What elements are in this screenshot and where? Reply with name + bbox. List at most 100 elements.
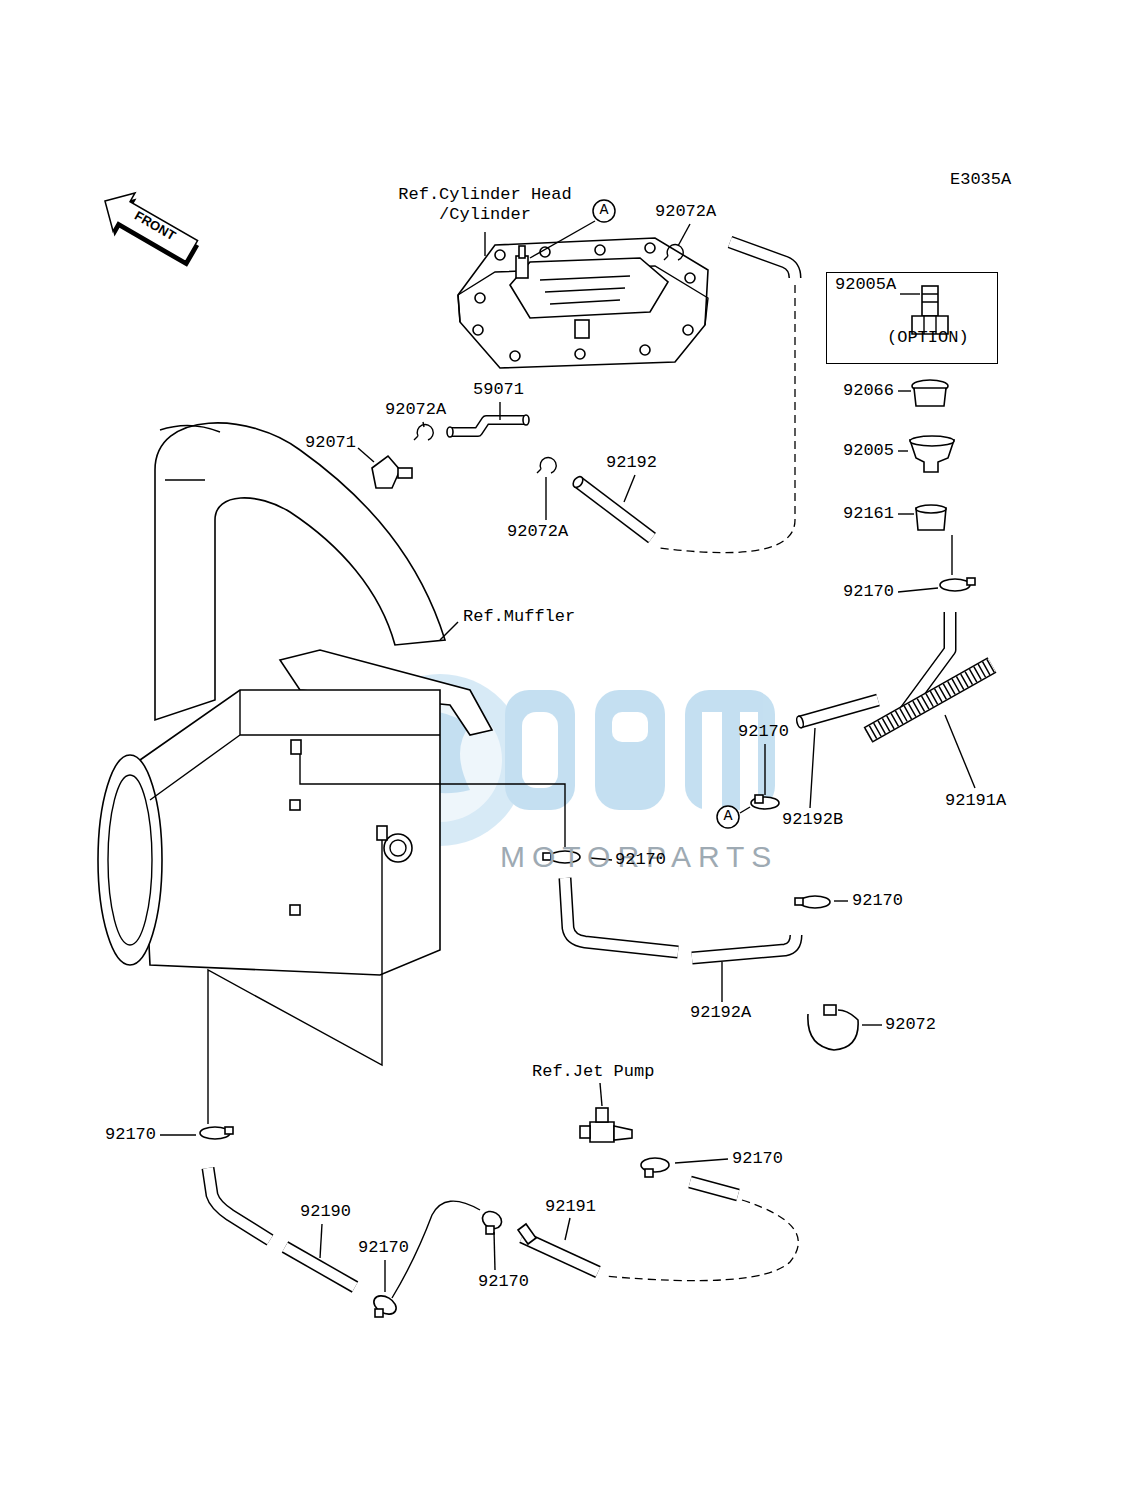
part-number: 92191 <box>545 1197 596 1217</box>
drawing-path <box>604 1200 798 1281</box>
part-number: 92170 <box>738 722 789 742</box>
drawing-ellipse <box>940 579 970 591</box>
drawing-ellipse <box>108 775 152 945</box>
drawing-use <box>730 242 795 278</box>
drawing-use <box>522 1237 598 1272</box>
drawing-path <box>914 388 946 406</box>
drawing-path <box>900 293 920 294</box>
drawing-rect <box>795 898 803 905</box>
drawing-rect <box>516 256 528 278</box>
drawing-path <box>678 224 690 246</box>
drawing-ellipse <box>571 475 585 489</box>
drawing-use <box>450 420 526 432</box>
drawing-path <box>721 962 722 1002</box>
drawing-path <box>530 221 595 258</box>
drawing-g <box>200 1127 233 1139</box>
part-number: 92170 <box>105 1125 156 1145</box>
drawing-circle <box>510 351 520 361</box>
drawing-path <box>810 728 815 808</box>
drawing-circle <box>475 293 485 303</box>
drawing-ellipse <box>371 1292 400 1318</box>
drawing-ellipse <box>800 896 830 908</box>
drawing-ellipse <box>910 436 954 446</box>
direction-arrow: FRONT <box>95 188 205 266</box>
drawing-use <box>690 1182 738 1195</box>
part-number: 92071 <box>305 433 356 453</box>
drawing-path <box>898 450 908 451</box>
drawing-path <box>160 425 220 480</box>
drawing-use <box>800 700 878 722</box>
drawing-path <box>440 622 458 640</box>
drawing-path <box>808 1010 858 1050</box>
drawing-path <box>868 665 992 735</box>
drawing-circle <box>390 840 406 856</box>
drawing-rect <box>375 1309 383 1317</box>
drawing-rect <box>522 712 558 788</box>
drawing-path <box>660 285 795 553</box>
part-number: 92170 <box>358 1238 409 1258</box>
part-number: 92170 <box>843 582 894 602</box>
drawing-rect <box>645 1169 653 1177</box>
part-number: 92072A <box>507 522 568 542</box>
drawing-ellipse <box>916 505 946 513</box>
part-number: 92066 <box>843 381 894 401</box>
drawing-rect <box>519 246 525 258</box>
drawing-path <box>834 900 848 901</box>
drawing-path <box>664 245 683 260</box>
part-number: 92170 <box>478 1272 529 1292</box>
drawing-rect <box>967 578 975 585</box>
drawing-circle <box>683 325 693 335</box>
drawing-path <box>499 402 500 420</box>
drawing-use <box>578 482 652 538</box>
part-number: 92170 <box>732 1149 783 1169</box>
drawing-g <box>473 243 695 361</box>
reference-note: Ref.Cylinder Head /Cylinder <box>390 185 580 225</box>
drawing-path <box>945 715 975 788</box>
drawing-rect <box>290 800 300 810</box>
drawing-rect <box>755 795 763 803</box>
drawing-rect <box>702 712 722 810</box>
drawing-rect <box>595 690 665 810</box>
circle-outline <box>593 200 615 222</box>
part-number: 92192B <box>782 810 843 830</box>
reference-letter: A <box>723 809 732 825</box>
drawing-path <box>518 1224 536 1244</box>
part-number: 92005 <box>843 441 894 461</box>
drawing-path <box>565 1218 570 1240</box>
drawing-use <box>208 1168 270 1240</box>
drawing-use <box>522 1237 598 1272</box>
drawing-circle <box>495 250 505 260</box>
part-number: 92072A <box>385 400 446 420</box>
part-number: 59071 <box>473 380 524 400</box>
arrow-group <box>92 182 206 276</box>
part-number: 92191A <box>945 791 1006 811</box>
option-box: 92005A(OPTION) <box>826 272 998 364</box>
drawing-path <box>764 744 765 795</box>
drawing-rect <box>685 690 775 810</box>
drawing-rect <box>612 712 648 742</box>
option-note: (OPTION) <box>887 328 969 348</box>
drawing-rect <box>225 1127 233 1134</box>
drawing-path <box>675 1159 728 1163</box>
drawing-use <box>450 420 526 432</box>
drawing-rect <box>580 1126 590 1138</box>
part-number: 92170 <box>852 891 903 911</box>
drawing-path <box>922 294 938 302</box>
drawing-path <box>951 535 952 575</box>
drawing-circle <box>595 245 605 255</box>
drawing-path <box>494 1232 495 1270</box>
drawing-path <box>510 258 668 318</box>
drawing-path <box>300 754 565 848</box>
reference-note: E3035A <box>950 170 1011 190</box>
drawing-use <box>208 1168 270 1240</box>
drawing-circle <box>473 325 483 335</box>
part-number: 92192A <box>690 1003 751 1023</box>
drawing-path <box>624 475 635 502</box>
reference-circle: A <box>592 199 616 223</box>
drawing-ellipse <box>523 415 529 425</box>
drawing-path <box>545 477 546 520</box>
drawing-circle <box>640 345 650 355</box>
reference-note: Ref.Jet Pump <box>532 1062 654 1082</box>
drawing-path <box>740 807 750 813</box>
